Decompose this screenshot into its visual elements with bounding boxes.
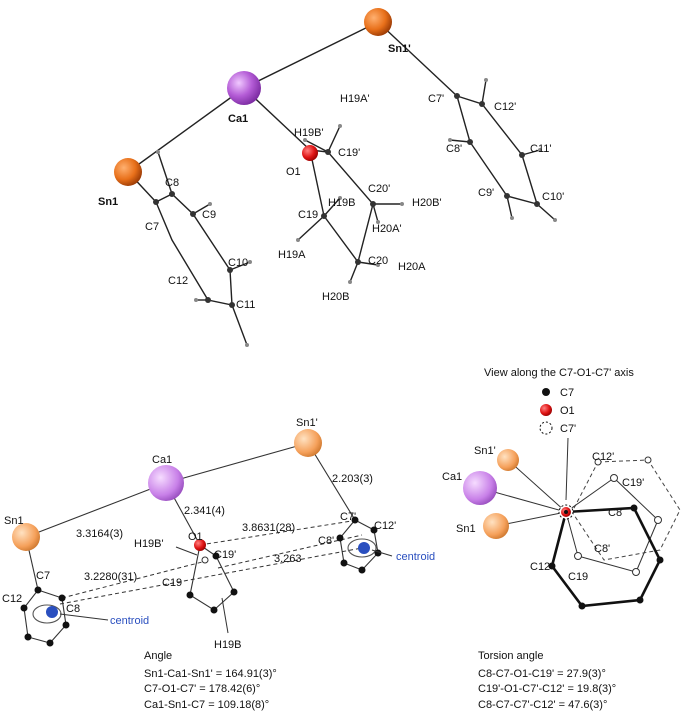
ca-atom xyxy=(227,71,261,105)
angle-2: C7-O1-C7' = 178.42(6)° xyxy=(144,683,260,695)
label-c8p: C8' xyxy=(446,143,462,155)
label-o1: O1 xyxy=(286,166,301,178)
label-sn1: Sn1 xyxy=(4,515,24,527)
label-c12: C12 xyxy=(168,275,188,287)
sn-atom xyxy=(294,429,322,457)
legend-o1-marker xyxy=(540,404,552,416)
label-c7: C7 xyxy=(145,221,159,233)
label-c9: C9 xyxy=(202,209,216,221)
label-sn1: Sn1 xyxy=(98,196,118,208)
label-c7: C7 xyxy=(36,570,50,582)
angle-title: Angle xyxy=(144,650,172,662)
label-ca1: Ca1 xyxy=(228,113,248,125)
sn-atom xyxy=(483,513,509,539)
label-sn1p: Sn1' xyxy=(296,417,318,429)
label-c11: C11 xyxy=(236,299,255,311)
sn-atom xyxy=(114,158,142,186)
right-labels: View along the C7-O1-C7' axis C7 O1 C7' … xyxy=(442,367,644,711)
sn-atom xyxy=(497,449,519,471)
label-c19: C19 xyxy=(162,577,182,589)
legend-c7-marker xyxy=(542,388,550,396)
legend-c7p-marker xyxy=(539,421,553,435)
centroid-label-right: centroid xyxy=(396,551,435,563)
label-sn1p: Sn1' xyxy=(388,43,411,55)
label-c9p: C9' xyxy=(478,187,494,199)
centroid-label-left: centroid xyxy=(110,615,149,627)
top-labels: Sn1' Ca1 Sn1 C7' C12' C8' C11' C9' C10' … xyxy=(98,43,564,311)
right-diagram xyxy=(463,388,681,610)
label-c12: C12 xyxy=(2,593,22,605)
label-h20a: H20A xyxy=(398,261,426,273)
label-sn1p: Sn1' xyxy=(474,445,496,457)
torsion-1: C8-C7-O1-C19' = 27.9(3)° xyxy=(478,668,606,680)
label-c12p: C12' xyxy=(494,101,516,113)
label-sn1: Sn1 xyxy=(456,523,476,535)
label-c12p: C12' xyxy=(592,451,614,463)
dist-sn1p-c7p: 2.203(3) xyxy=(332,473,373,485)
label-c19: C19 xyxy=(298,209,318,221)
label-c12p: C12' xyxy=(374,520,396,532)
label-c19p: C19' xyxy=(338,147,360,159)
left-c-atoms xyxy=(20,516,382,647)
label-c11p: C11' xyxy=(530,143,551,155)
label-c8: C8 xyxy=(165,177,179,189)
label-c7p: C7' xyxy=(340,511,356,523)
label-c19p: C19' xyxy=(622,477,644,489)
centroid-marker xyxy=(358,542,370,554)
legend-c7p: C7' xyxy=(560,423,576,435)
o-atom xyxy=(302,145,318,161)
left-labels: Ca1 Sn1' Sn1 O1 C7' C12' C8' H19B' C19' … xyxy=(2,417,435,711)
sn-atom xyxy=(12,523,40,551)
ca-atom xyxy=(148,465,184,501)
label-c8: C8 xyxy=(66,603,80,615)
label-c19p: C19' xyxy=(214,549,236,561)
label-ca1: Ca1 xyxy=(152,454,172,466)
torsion-2: C19'-O1-C7'-C12' = 19.8(3)° xyxy=(478,683,616,695)
label-h19b: H19B xyxy=(328,197,356,209)
h19b-prime-atom xyxy=(201,556,209,564)
label-h19b: H19B xyxy=(214,639,242,651)
label-c8p: C8' xyxy=(594,543,610,555)
dist-o1-c7p: 3.8631(28) xyxy=(242,522,295,534)
dist-ca-o1: 2.341(4) xyxy=(184,505,225,517)
legend-c7: C7 xyxy=(560,387,574,399)
label-c20p: C20' xyxy=(368,183,390,195)
ca-atom xyxy=(463,471,497,505)
label-c8p: C8' xyxy=(318,535,334,547)
sn-atom xyxy=(364,8,392,36)
label-o1: O1 xyxy=(188,531,203,543)
dist-c8-c19: 3.2280(31) xyxy=(84,571,137,583)
label-c20: C20 xyxy=(368,255,388,267)
label-ca1: Ca1 xyxy=(442,471,462,483)
label-h19bp: H19B' xyxy=(134,538,164,550)
torsion-title: Torsion angle xyxy=(478,650,543,662)
angle-1: Sn1-Ca1-Sn1' = 164.91(3)° xyxy=(144,668,277,680)
left-diagram xyxy=(12,429,393,647)
label-h20ap: H20A' xyxy=(372,223,402,235)
angle-3: Ca1-Sn1-C7 = 109.18(8)° xyxy=(144,699,269,711)
label-c10: C10 xyxy=(228,257,248,269)
o-atom xyxy=(194,539,206,551)
legend-o1: O1 xyxy=(560,405,575,417)
label-c12: C12 xyxy=(530,561,550,573)
torsion-3: C8-C7-C7'-C12' = 47.6(3)° xyxy=(478,699,607,711)
label-h19a: H19A xyxy=(278,249,306,261)
view-title: View along the C7-O1-C7' axis xyxy=(484,367,634,379)
label-h20bp: H20B' xyxy=(412,197,442,209)
dist-h19b-ring: 3.263 xyxy=(274,553,302,565)
centroid-marker xyxy=(46,606,58,618)
label-h20b: H20B xyxy=(322,291,350,303)
label-c10p: C10' xyxy=(542,191,564,203)
c7-atom xyxy=(564,510,568,514)
top-atoms xyxy=(114,8,557,347)
label-c19: C19 xyxy=(568,571,588,583)
label-h19bp: H19B' xyxy=(294,127,324,139)
label-c8: C8 xyxy=(608,507,622,519)
label-h19ap: H19A' xyxy=(340,93,370,105)
dist-ca-sn1: 3.3164(3) xyxy=(76,528,123,540)
label-c7p: C7' xyxy=(428,93,444,105)
